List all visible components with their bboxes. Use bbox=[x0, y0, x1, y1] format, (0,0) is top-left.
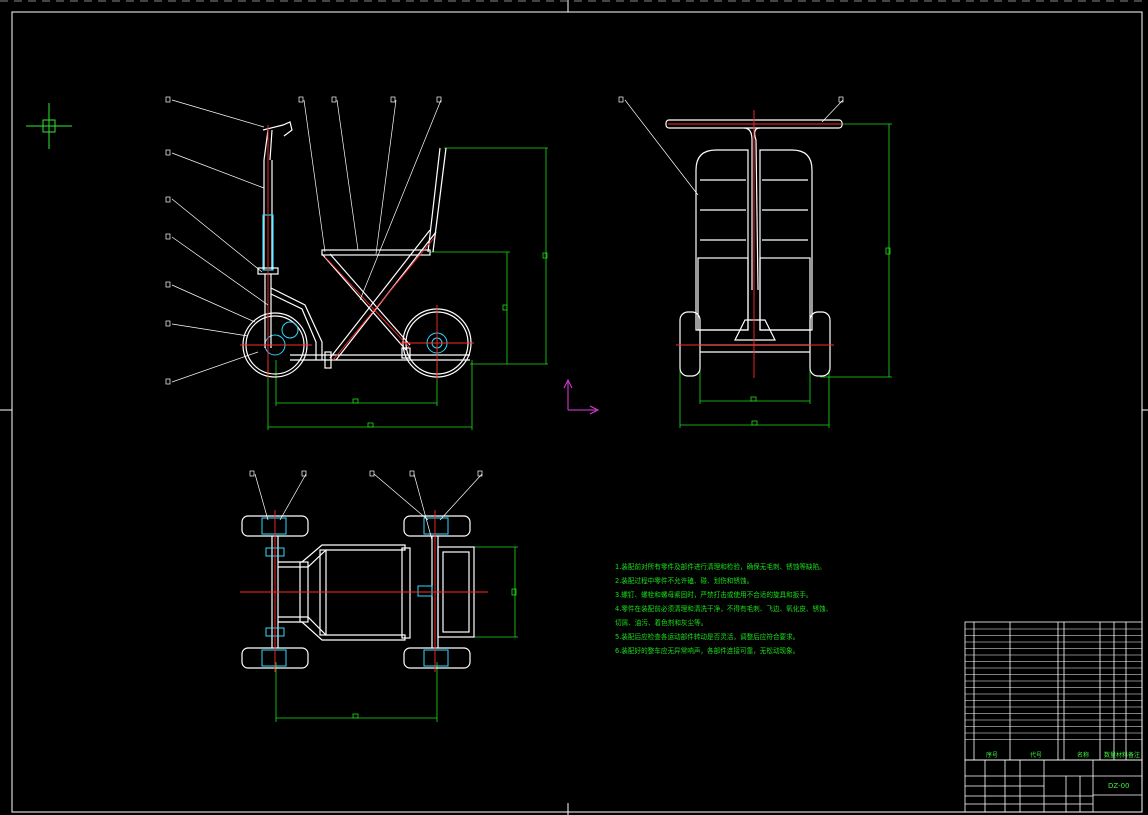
plist-footer-code: 代号 bbox=[1030, 752, 1043, 759]
drawing-number: DZ-00 bbox=[1108, 782, 1130, 790]
note-line: 1.装配前对所有零件及部件进行清理和检验，确保无毛刺、锈蚀等缺陷。 bbox=[615, 563, 826, 571]
title-block bbox=[964, 759, 1143, 813]
note-line: 切屑、油污、着色剂和灰尘等。 bbox=[615, 619, 708, 627]
top-view bbox=[240, 470, 518, 722]
plist-footer-no: 序号 bbox=[986, 752, 999, 759]
note-line: 4.零件在装配前必须清理和清洗干净，不得有毛刺、飞边、氧化皮、锈蚀、 bbox=[615, 605, 833, 613]
plist-footer-material: 材料 bbox=[1116, 752, 1129, 759]
technical-notes: 1.装配前对所有零件及部件进行清理和检验，确保无毛刺、锈蚀等缺陷。 2.装配过程… bbox=[615, 560, 855, 658]
parts-list bbox=[964, 621, 1143, 761]
note-line: 6.装配好的整车应无异常响声，各部件连接可靠，无松动现象。 bbox=[615, 647, 800, 655]
plist-footer-name: 名称 bbox=[1077, 752, 1090, 759]
plist-footer-remark: 备注 bbox=[1128, 752, 1141, 759]
note-line: 2.装配过程中零件不允许磕、碰、划伤和锈蚀。 bbox=[615, 577, 754, 585]
side-view bbox=[165, 96, 548, 430]
note-line: 5.装配后应检查各运动部件转动是否灵活，调整后应符合要求。 bbox=[615, 633, 800, 641]
note-line: 3.螺钉、螺栓和螺母紧固时，严禁打击或使用不合适的旋具和扳手。 bbox=[615, 591, 813, 599]
plist-footer-qty: 数量 bbox=[1104, 752, 1117, 759]
ucs-axis-icon bbox=[563, 378, 600, 415]
front-view bbox=[618, 96, 892, 428]
crosshair-icon bbox=[26, 103, 72, 149]
parts-list-rows bbox=[965, 628, 1142, 740]
